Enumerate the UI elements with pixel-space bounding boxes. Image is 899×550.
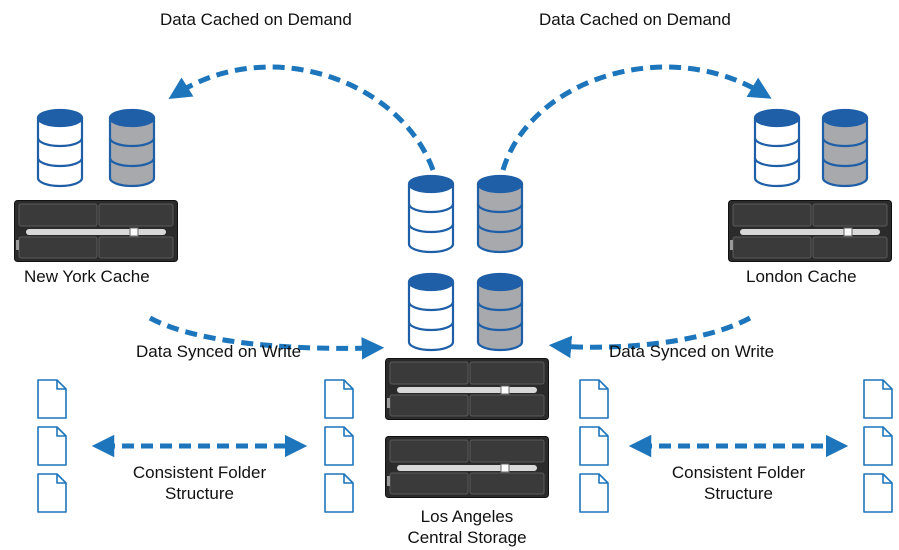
label-los-angeles-line2: Central Storage: [407, 528, 527, 547]
document-icon: [863, 473, 893, 513]
label-folder-right-line1: Consistent Folder: [671, 463, 806, 482]
label-cached-left: Data Cached on Demand: [160, 10, 352, 29]
database-icon: [108, 108, 156, 188]
folder-stack-center-left: [324, 379, 354, 513]
database-icon: [36, 108, 84, 188]
document-icon: [37, 473, 67, 513]
database-icon: [407, 174, 455, 254]
label-folder-right-line2: Structure: [704, 484, 773, 503]
database-icon: [407, 272, 455, 352]
server-icon: [385, 436, 549, 498]
label-los-angeles-line1: Los Angeles: [420, 507, 514, 526]
label-synced-left: Data Synced on Write: [136, 342, 302, 361]
label-new-york: New York Cache: [24, 267, 150, 286]
server-icon: [728, 200, 892, 262]
label-synced-right: Data Synced on Write: [609, 342, 775, 361]
database-icon: [476, 174, 524, 254]
database-icon: [821, 108, 869, 188]
document-icon: [324, 379, 354, 419]
document-icon: [37, 426, 67, 466]
folder-stack-far-left: [37, 379, 67, 513]
document-icon: [863, 426, 893, 466]
document-icon: [863, 379, 893, 419]
label-folder-left-line1: Consistent Folder: [132, 463, 267, 482]
cache-arrows: [91, 64, 849, 458]
label-cached-right: Data Cached on Demand: [539, 10, 731, 29]
database-icon: [476, 272, 524, 352]
label-folder-left-line2: Structure: [165, 484, 234, 503]
document-icon: [579, 426, 609, 466]
label-folder-right: Consistent Folder Structure: [651, 462, 826, 504]
arrow-synced-right: [548, 315, 752, 359]
document-icon: [37, 379, 67, 419]
database-icon: [753, 108, 801, 188]
document-icon: [579, 473, 609, 513]
server-icon: [385, 358, 549, 420]
label-folder-left: Consistent Folder Structure: [112, 462, 287, 504]
arrow-cached-right: [500, 64, 772, 171]
label-london: London Cache: [746, 267, 857, 286]
document-icon: [324, 473, 354, 513]
document-icon: [579, 379, 609, 419]
label-los-angeles: Los Angeles Central Storage: [389, 506, 545, 548]
document-icon: [324, 426, 354, 466]
folder-stack-far-right: [863, 379, 893, 513]
folder-stack-center-right: [579, 379, 609, 513]
arrow-cached-left: [168, 64, 436, 171]
server-icon: [14, 200, 178, 262]
arrow-synced-left: [148, 315, 385, 360]
